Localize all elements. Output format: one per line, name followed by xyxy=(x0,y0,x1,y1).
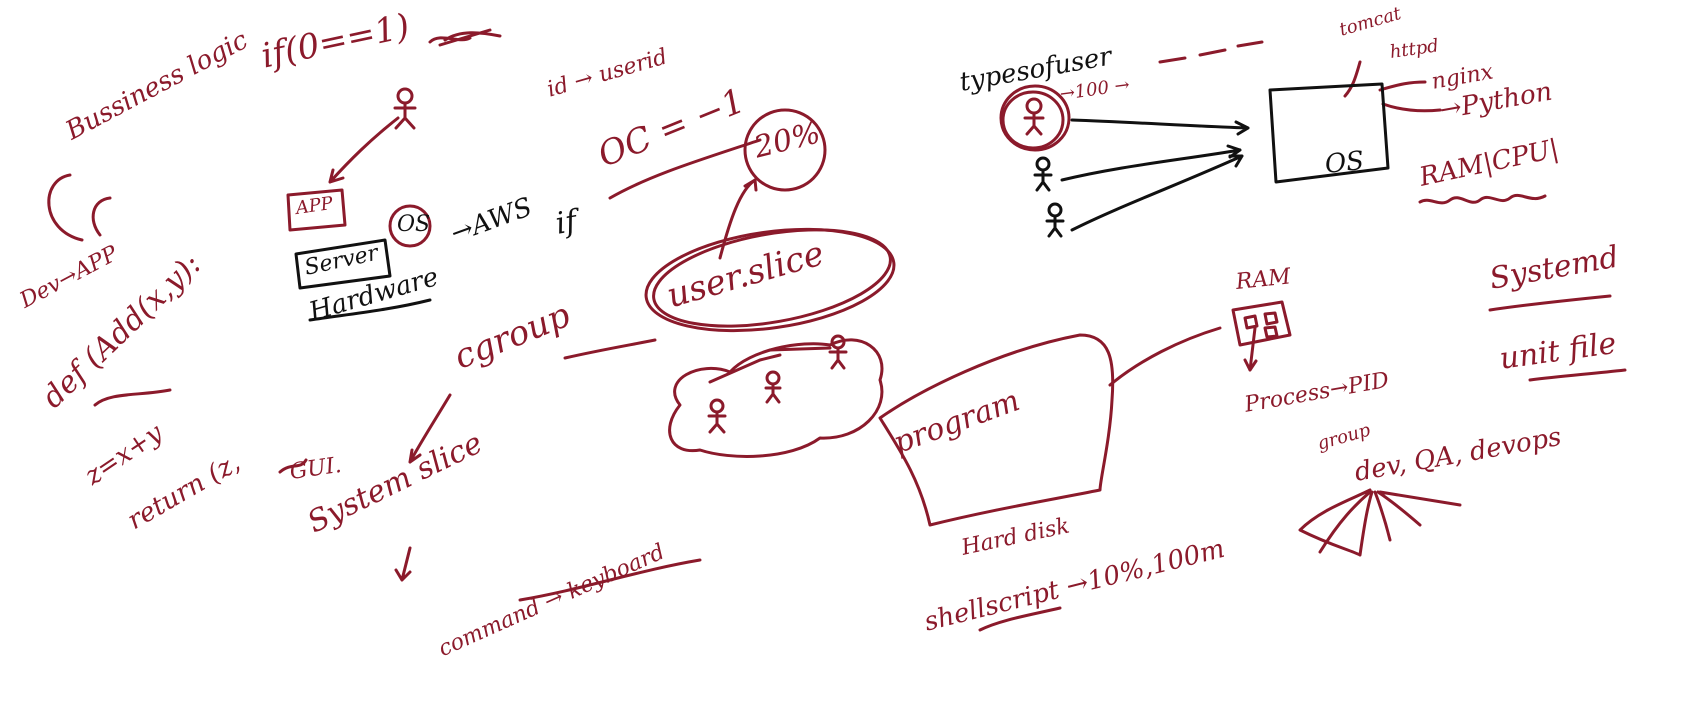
arrow-python xyxy=(1381,102,1442,113)
user-circle-top xyxy=(999,84,1071,152)
arrow-user1-os xyxy=(1070,118,1250,136)
note-os-box: OS xyxy=(1323,145,1366,180)
dash-line xyxy=(1158,40,1264,64)
pct-circle xyxy=(743,108,827,192)
person-body-top xyxy=(393,101,417,130)
arrow-ram-to-process xyxy=(1243,326,1258,372)
program-to-ram xyxy=(1108,326,1222,387)
hardware-underline xyxy=(308,298,432,322)
loop-arrow-inner xyxy=(91,196,112,237)
unitfile-underline xyxy=(1528,368,1627,382)
arrow-slice-to-pct xyxy=(718,178,758,260)
scribble-small xyxy=(278,458,308,474)
arrow-user2-os xyxy=(1060,144,1242,182)
arrow-system-down xyxy=(394,546,412,582)
ram-box xyxy=(1231,300,1292,347)
line-slice-left xyxy=(563,338,657,360)
systemd-underline xyxy=(1488,294,1612,312)
server-box xyxy=(294,238,392,290)
arrow-tomcat xyxy=(1343,60,1362,98)
user-slice-oval xyxy=(644,227,896,333)
os-circle xyxy=(388,204,432,248)
note-app-box: APP xyxy=(294,192,335,219)
note-ram: RAM xyxy=(1234,264,1292,295)
scribble-mid xyxy=(93,388,172,407)
shellscript-underline xyxy=(978,606,1062,632)
program-box xyxy=(878,333,1115,527)
arrow-cgroup-down xyxy=(408,393,452,464)
cloud-lines xyxy=(708,346,832,384)
person-head-top xyxy=(396,87,414,105)
group-fan xyxy=(1298,488,1462,557)
arrow-person-to-app xyxy=(328,116,400,184)
arrow-nginx xyxy=(1378,80,1427,92)
ram-chips xyxy=(1243,311,1279,339)
scribble-top xyxy=(428,28,502,47)
loop-arrow-left xyxy=(47,173,84,242)
os-box xyxy=(1268,82,1390,184)
keyboard-underline xyxy=(518,558,702,602)
note-os-circle: OS xyxy=(397,212,431,237)
user-circle-top-2 xyxy=(1001,90,1065,150)
arrow-user3-os xyxy=(1070,154,1244,232)
app-box xyxy=(286,188,347,232)
oc-underline xyxy=(608,138,762,200)
user-slice-oval-2 xyxy=(652,228,892,328)
ram-cpu-squiggle xyxy=(1418,193,1547,205)
